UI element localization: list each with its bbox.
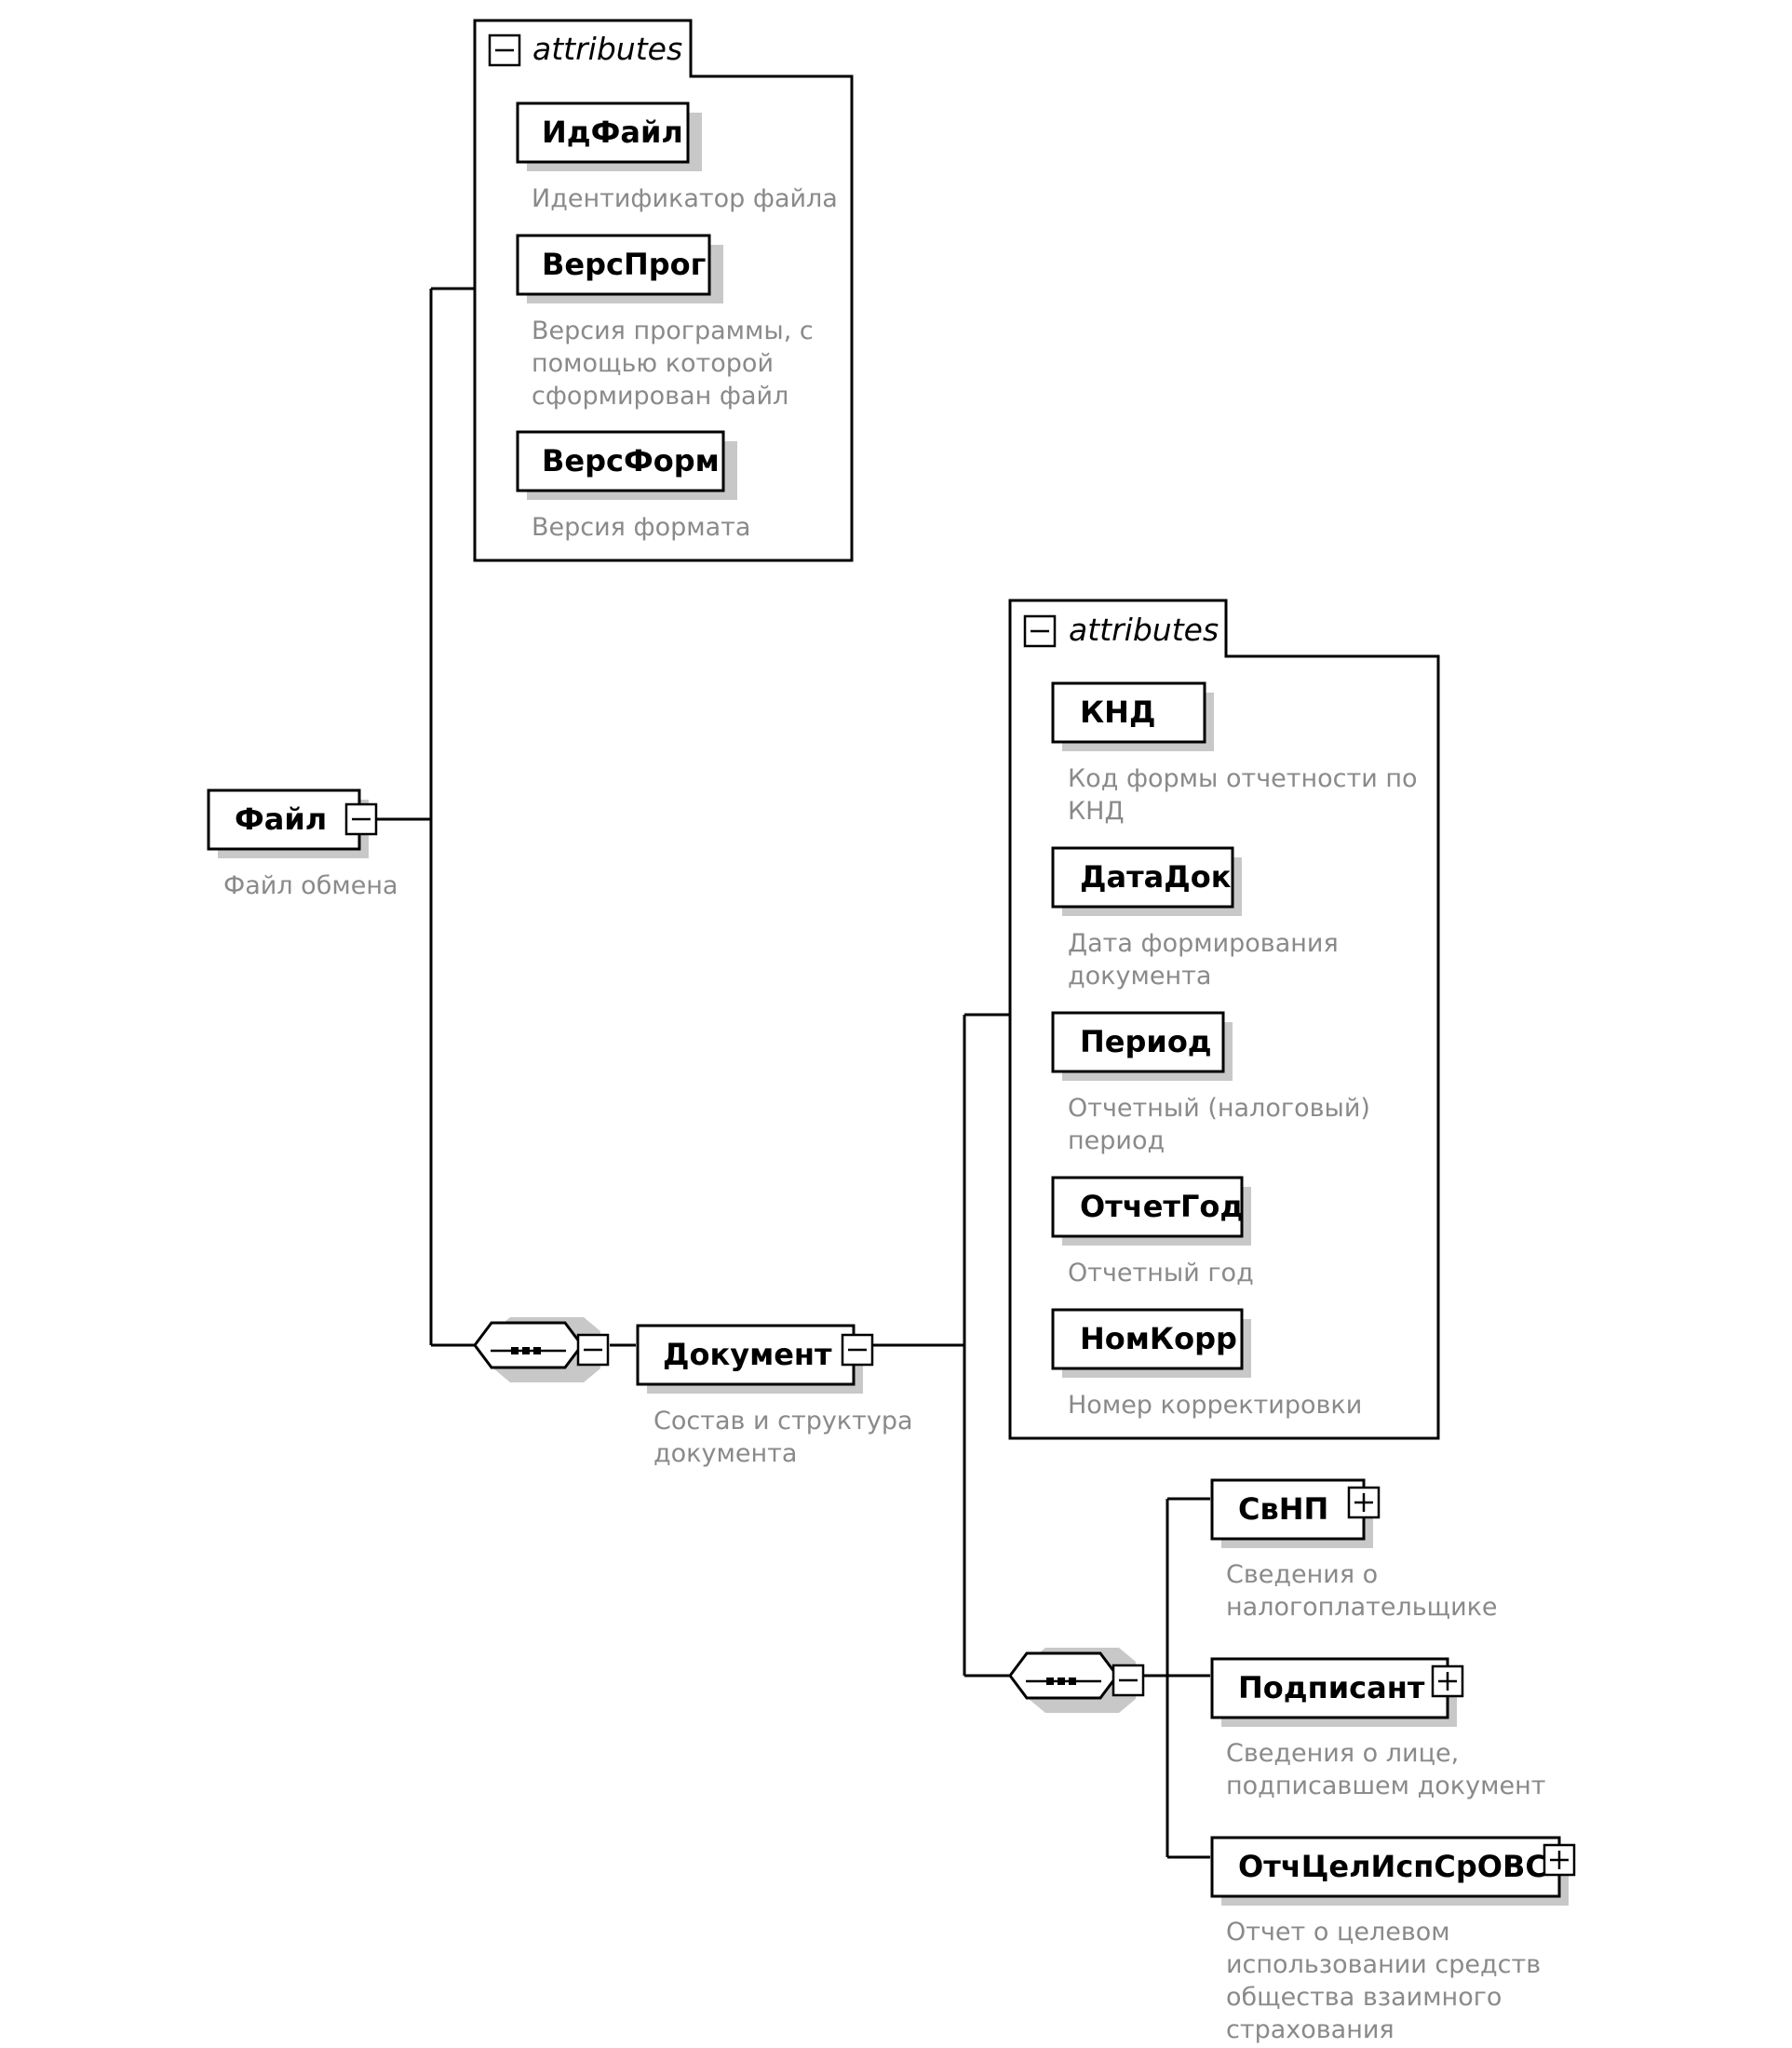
attribute-name: Период	[1080, 1024, 1212, 1059]
element-description: Сведения о налогоплательщике	[1226, 1560, 1498, 1622]
element-name: Подписант	[1238, 1670, 1425, 1705]
attribute-name: ИдФайл	[542, 115, 683, 150]
element-name: Документ	[663, 1337, 832, 1372]
attribute-description: Номер корректировки	[1068, 1391, 1362, 1420]
attribute-idfile[interactable]: ИдФайл	[516, 101, 702, 171]
element-description: Отчет о целевом использовании средств об…	[1226, 1918, 1549, 2044]
attribute-name: КНД	[1080, 694, 1155, 730]
attribute-description: Версия формата	[532, 513, 750, 542]
attribute-description: Версия программы, с помощью которой сфор…	[532, 317, 821, 411]
attribute-description: Отчетный (налоговый) период	[1068, 1094, 1379, 1155]
attributes-group-document: attributes КНД Код формы отчетности по К…	[1008, 599, 1440, 1440]
element-document[interactable]: Документ	[636, 1324, 874, 1394]
attribute-description: Идентификатор файла	[532, 184, 838, 213]
collapse-icon[interactable]	[344, 802, 378, 836]
attribute-name: ВерсПрог	[542, 247, 706, 282]
element-description: Сведения о лице, подписавшем документ	[1226, 1739, 1545, 1800]
expand-icon[interactable]	[1431, 1664, 1464, 1698]
connector-lines	[377, 287, 1210, 1859]
element-podpisant[interactable]: Подписант	[1210, 1657, 1464, 1727]
collapse-icon[interactable]	[1023, 614, 1057, 648]
sequence-icon	[491, 1347, 566, 1354]
attribute-name: ОтчетГод	[1080, 1189, 1244, 1224]
element-description: Состав и структура документа	[653, 1407, 921, 1468]
attribute-period[interactable]: Период	[1051, 1011, 1233, 1081]
collapse-icon[interactable]	[841, 1333, 874, 1367]
attribute-datadok[interactable]: ДатаДок	[1051, 846, 1242, 916]
attribute-name: ВерсФорм	[542, 443, 720, 478]
attribute-description: Отчетный год	[1068, 1259, 1254, 1287]
expand-icon[interactable]	[1347, 1486, 1381, 1519]
collapse-icon[interactable]	[1112, 1664, 1145, 1697]
attribute-name: ДатаДок	[1080, 859, 1232, 895]
sequence-compositor[interactable]	[1008, 1648, 1145, 1713]
attribute-knd[interactable]: КНД	[1051, 681, 1214, 751]
expand-icon[interactable]	[1543, 1843, 1576, 1877]
group-label: attributes	[532, 31, 682, 67]
attributes-group-file: attributes ИдФайл Идентификатор файла Ве…	[473, 19, 854, 562]
element-svnp[interactable]: СвНП	[1210, 1478, 1381, 1548]
collapse-icon[interactable]	[488, 34, 521, 67]
element-name: СвНП	[1238, 1491, 1328, 1527]
element-name: ОтчЦелИспСрОВС	[1238, 1849, 1547, 1884]
attribute-description: Дата формирования документа	[1068, 929, 1346, 990]
sequence-compositor[interactable]	[473, 1317, 610, 1382]
sequence-icon	[1026, 1677, 1101, 1685]
attribute-description: Код формы отчетности по КНД	[1068, 764, 1425, 826]
attribute-versprog[interactable]: ВерсПрог	[516, 234, 723, 303]
attribute-nomkorr[interactable]: НомКорр	[1051, 1308, 1251, 1378]
element-description: Файл обмена	[223, 871, 398, 900]
attribute-otchetgod[interactable]: ОтчетГод	[1051, 1176, 1251, 1246]
group-label: attributes	[1069, 612, 1219, 648]
attribute-versform[interactable]: ВерсФорм	[516, 430, 737, 500]
attribute-name: НомКорр	[1080, 1321, 1237, 1356]
element-otchcelispsrovs[interactable]: ОтчЦелИспСрОВС	[1210, 1836, 1576, 1906]
element-file[interactable]: Файл	[207, 788, 378, 858]
collapse-icon[interactable]	[576, 1333, 610, 1367]
element-name: Файл	[235, 802, 327, 837]
